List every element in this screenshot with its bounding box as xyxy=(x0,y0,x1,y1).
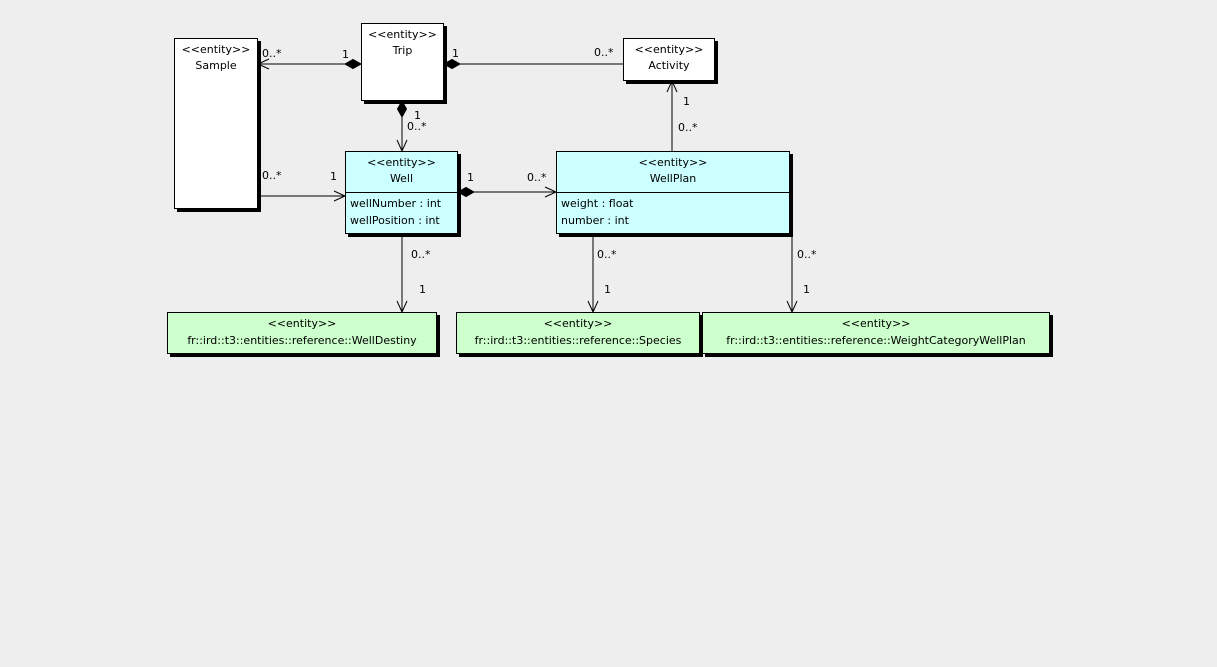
entity-name: Trip xyxy=(392,44,413,57)
entity-stereotype: <<entity>> xyxy=(368,28,437,41)
multiplicity-label: 0..* xyxy=(407,120,427,133)
entity-name: fr::ird::t3::entities::reference::WellDe… xyxy=(187,334,417,347)
multiplicity-label: 0..* xyxy=(597,248,617,261)
entity-stereotype: <<entity>> xyxy=(367,156,436,169)
entity-name: fr::ird::t3::entities::reference::Weight… xyxy=(726,334,1026,347)
entity-wellplan: <<entity>> WellPlan weight : float numbe… xyxy=(556,151,790,234)
entity-stereotype: <<entity>> xyxy=(841,317,911,330)
attributes-compartment: weight : float number : int xyxy=(557,192,789,233)
multiplicity-label: 1 xyxy=(604,283,611,296)
association-well-welldestiny xyxy=(396,234,408,314)
navigability-arrow-icon xyxy=(587,300,599,314)
attribute-row: wellNumber : int xyxy=(350,197,442,210)
multiplicity-label: 0..* xyxy=(678,121,698,134)
association-trip-well xyxy=(396,99,408,153)
multiplicity-label: 1 xyxy=(330,170,337,183)
multiplicity-label: 0..* xyxy=(594,46,614,59)
association-wellplan-species xyxy=(587,234,599,314)
association-well-wellplan xyxy=(456,186,558,198)
entity-name: Well xyxy=(389,172,414,185)
attributes-compartment: wellNumber : int wellPosition : int xyxy=(346,192,457,233)
entity-stereotype: <<entity>> xyxy=(638,156,708,169)
attribute-row: weight : float xyxy=(561,197,634,210)
navigability-arrow-icon xyxy=(333,190,347,202)
navigability-arrow-icon xyxy=(396,139,408,153)
multiplicity-label: 1 xyxy=(683,95,690,108)
multiplicity-label: 1 xyxy=(467,171,474,184)
entity-stereotype: <<entity>> xyxy=(181,43,251,56)
navigability-arrow-icon xyxy=(666,79,678,93)
multiplicity-label: 0..* xyxy=(262,47,282,60)
multiplicity-label: 1 xyxy=(414,109,421,122)
entity-name: Sample xyxy=(195,59,237,72)
navigability-arrow-icon xyxy=(786,300,798,314)
navigability-arrow-icon xyxy=(396,300,408,314)
multiplicity-label: 1 xyxy=(803,283,810,296)
multiplicity-label: 0..* xyxy=(411,248,431,261)
entity-stereotype: <<entity>> xyxy=(634,43,704,56)
association-wellplan-activity xyxy=(666,79,678,151)
association-sample-well xyxy=(258,190,347,202)
multiplicity-label: 1 xyxy=(419,283,426,296)
entity-name: WellPlan xyxy=(649,172,697,185)
entity-sample: <<entity>> Sample xyxy=(174,38,258,209)
attribute-row: wellPosition : int xyxy=(350,214,440,227)
multiplicity-label: 0..* xyxy=(527,171,547,184)
multiplicity-label: 0..* xyxy=(797,248,817,261)
composition-diamond-icon xyxy=(396,99,408,119)
entity-name: Activity xyxy=(648,59,690,72)
association-wellplan-weightcategory xyxy=(786,234,798,314)
entity-name: fr::ird::t3::entities::reference::Specie… xyxy=(474,334,682,347)
multiplicity-label: 0..* xyxy=(262,169,282,182)
attribute-row: number : int xyxy=(561,214,629,227)
entity-weightcategorywellplan: <<entity>> fr::ird::t3::entities::refere… xyxy=(702,312,1050,354)
navigability-arrow-icon xyxy=(256,58,270,70)
multiplicity-label: 1 xyxy=(342,48,349,61)
navigability-arrow-icon xyxy=(544,186,558,198)
entity-stereotype: <<entity>> xyxy=(267,317,337,330)
entity-species: <<entity>> fr::ird::t3::entities::refere… xyxy=(456,312,700,354)
composition-diamond-icon xyxy=(456,186,476,198)
entity-well: <<entity>> Well wellNumber : int wellPos… xyxy=(345,151,458,234)
composition-diamond-icon xyxy=(442,58,462,70)
entity-welldestiny: <<entity>> fr::ird::t3::entities::refere… xyxy=(167,312,437,354)
association-trip-activity xyxy=(442,58,623,70)
entity-trip: <<entity>> Trip xyxy=(361,23,444,101)
entity-stereotype: <<entity>> xyxy=(543,317,613,330)
entity-activity: <<entity>> Activity xyxy=(623,38,715,81)
multiplicity-label: 1 xyxy=(452,47,459,60)
